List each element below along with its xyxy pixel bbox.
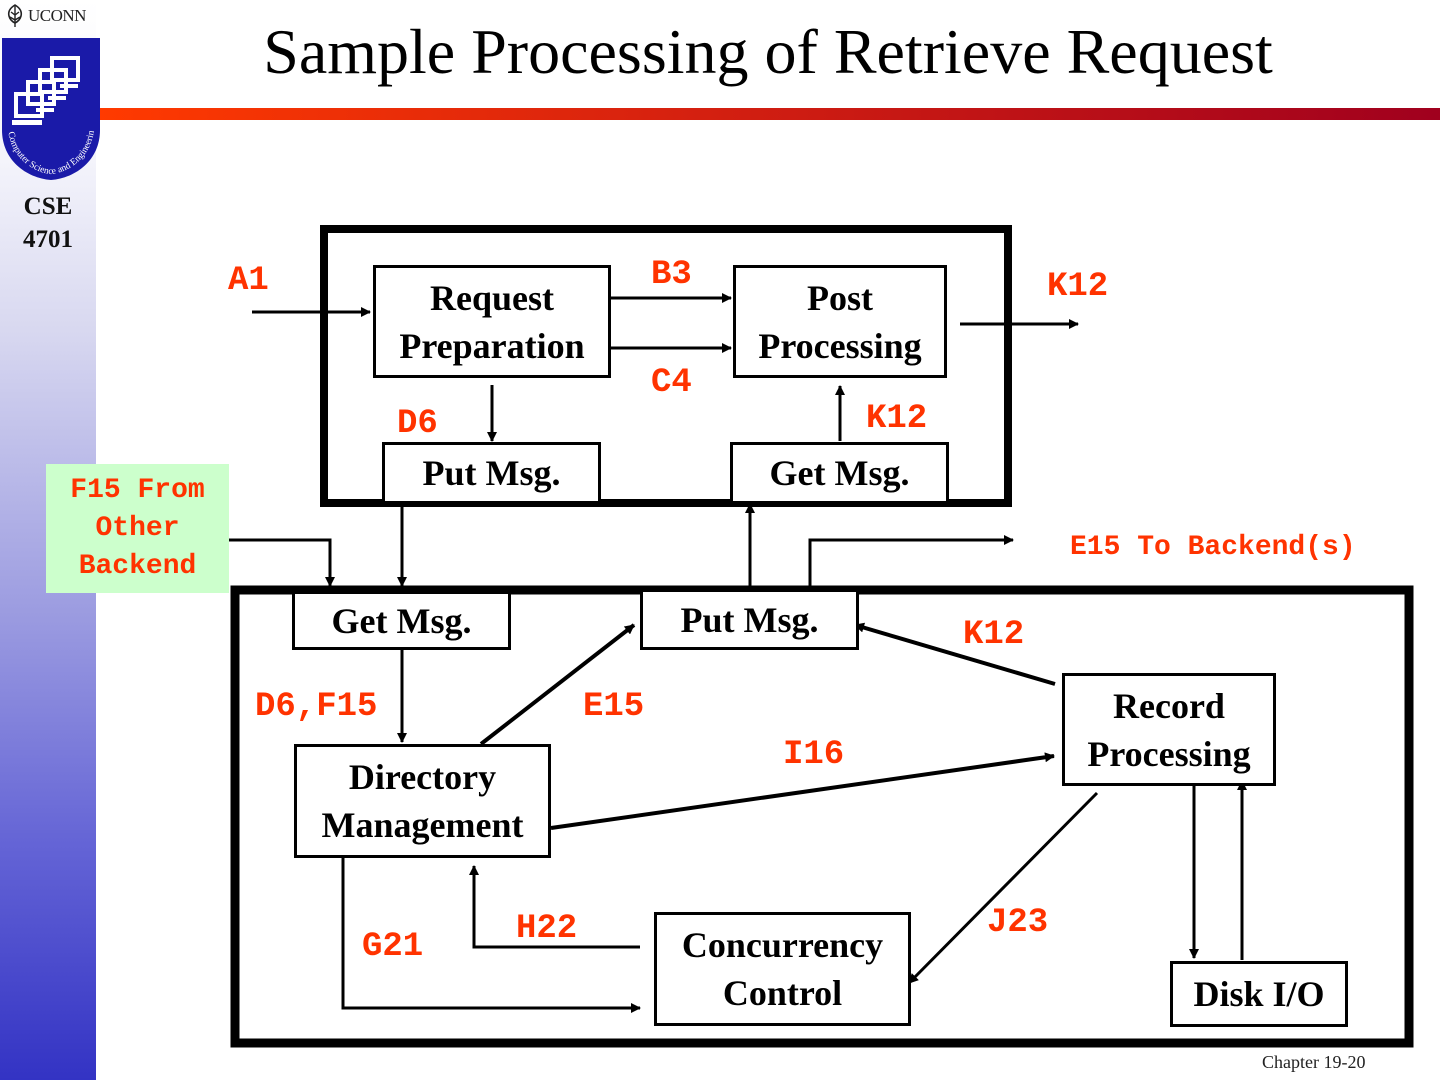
label-k12-back: K12	[963, 616, 1025, 654]
label-a1: A1	[228, 262, 269, 300]
arrow-j23	[907, 791, 1099, 985]
label-e15-to-backends: E15 To Backend(s)	[1070, 532, 1356, 563]
slide-title: Sample Processing of Retrieve Request	[263, 16, 1273, 87]
arrow-e15	[479, 623, 636, 746]
disk-io-box: Disk I/O	[1170, 961, 1348, 1027]
university-name: UCONN	[28, 6, 86, 25]
arrow-k12-back	[854, 622, 1056, 686]
arrow-h22	[469, 865, 640, 949]
label-c4: C4	[651, 364, 692, 402]
oak-leaf-icon	[7, 4, 23, 27]
frontend-get-msg-box: Get Msg.	[730, 442, 949, 504]
label-d6: D6	[397, 405, 438, 443]
course-code-line1: CSE	[23, 193, 73, 220]
frontend-container	[320, 225, 1012, 507]
slide-footer: Chapter 19-20	[1262, 1052, 1366, 1072]
arrow-f15-in	[229, 538, 335, 587]
label-k12-out: K12	[1047, 268, 1109, 306]
label-k12-up: K12	[866, 400, 928, 438]
label-d6-f15: D6,F15	[255, 688, 378, 726]
label-i16: I16	[783, 736, 845, 774]
label-b3: B3	[651, 256, 692, 294]
uconn-logo: UCONN	[4, 4, 86, 28]
label-e15: E15	[583, 688, 645, 726]
arrow-g21	[341, 854, 641, 1013]
course-code-line2: 4701	[23, 226, 73, 253]
title-accent-bar	[100, 108, 1440, 120]
stacked-computers-icon	[14, 56, 80, 118]
arrow-e15-out	[808, 535, 1014, 587]
frontend-put-msg-box: Put Msg.	[382, 442, 601, 504]
arrow-i16	[550, 752, 1055, 830]
cse-shield-logo: Computer Science and Engineering	[2, 38, 100, 180]
label-g21: G21	[362, 928, 424, 966]
label-h22: H22	[516, 910, 578, 948]
external-backend-source: F15 From Other Backend	[46, 464, 229, 593]
course-code: CSE 4701	[0, 190, 96, 256]
backend-put-msg-box: Put Msg.	[640, 589, 859, 650]
backend-get-msg-box: Get Msg.	[292, 591, 511, 650]
label-j23: J23	[987, 904, 1049, 942]
